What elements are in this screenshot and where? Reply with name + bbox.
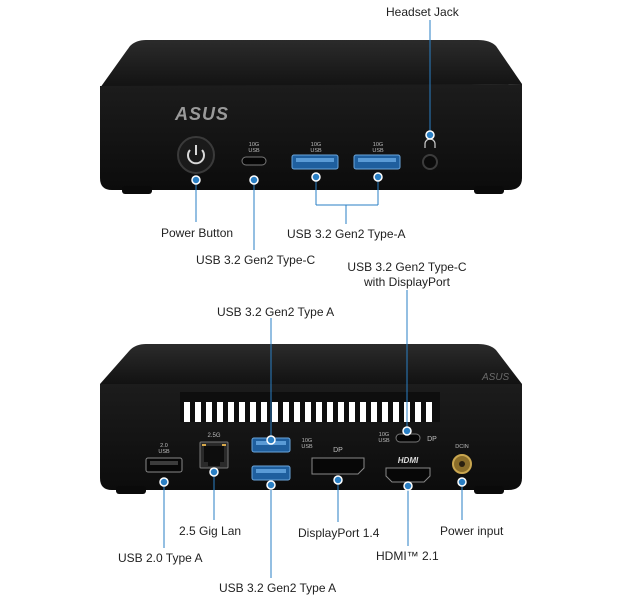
asus-logo: ASUS xyxy=(174,104,229,124)
rear-usba-lower-tongue xyxy=(256,469,286,473)
callout-power-button: Power Button xyxy=(161,226,234,240)
rear-lan-jack xyxy=(204,446,224,462)
rear-foot-right xyxy=(474,486,504,494)
power-icon xyxy=(187,145,205,165)
front-usbc-port[interactable] xyxy=(241,156,267,166)
headset-jack[interactable] xyxy=(422,154,438,170)
callout-lan: 2.5 Gig Lan xyxy=(179,524,242,538)
rear-lid xyxy=(100,344,522,384)
rear-dp-port[interactable] xyxy=(311,457,365,475)
rear-hdmi-port[interactable] xyxy=(385,467,431,483)
callout-usb-typec-front: USB 3.2 Gen2 Type-C xyxy=(196,253,316,267)
callout-usbc-displayport-line1: USB 3.2 Gen2 Type-C xyxy=(347,260,467,274)
rear-lan-speed: 2.5G xyxy=(207,433,220,439)
rear-dcin-pin xyxy=(459,461,465,467)
rear-usb20-ver: 2.0 xyxy=(160,443,168,449)
front-foot-right xyxy=(474,186,504,194)
rear-dcin-label: DCIN xyxy=(455,444,468,450)
front-usba2-usb: USB xyxy=(372,148,384,154)
front-usbc-speed: 10G xyxy=(249,142,259,148)
rear-usbc-dp-label: DP xyxy=(427,436,437,443)
front-lid xyxy=(100,40,522,88)
front-usba2-tongue xyxy=(358,158,396,162)
rear-leader-lines xyxy=(159,290,467,578)
front-view: ASUS 10G USB 10G USB 10G USB xyxy=(100,20,522,250)
callout-displayport: DisplayPort 1.4 xyxy=(298,526,380,540)
rear-usbc-speed: 10G xyxy=(379,432,389,438)
front-usba1-usb: USB xyxy=(310,148,322,154)
rear-foot-left xyxy=(116,486,146,494)
rear-dp-label: DP xyxy=(333,447,343,454)
front-usba2-speed: 10G xyxy=(373,142,383,148)
rear-vent-slots xyxy=(184,402,432,422)
front-usba1-speed: 10G xyxy=(311,142,321,148)
rear-lan-leds xyxy=(202,444,226,446)
rear-usba-usb: USB xyxy=(301,444,313,450)
rear-view: ASUS xyxy=(100,290,522,578)
callout-usbc-displayport-line2: with DisplayPort xyxy=(363,275,451,289)
callout-usb-typea-front: USB 3.2 Gen2 Type-A xyxy=(287,227,406,241)
callout-headset-jack: Headset Jack xyxy=(386,5,459,19)
callout-usb20: USB 2.0 Type A xyxy=(118,551,203,565)
rear-usba-speed: 10G xyxy=(302,438,312,444)
callout-usb-typea-rear-upper: USB 3.2 Gen2 Type A xyxy=(217,305,335,319)
rear-lid-mark: ASUS xyxy=(481,372,510,383)
callout-usbc-displayport: USB 3.2 Gen2 Type-C with DisplayPort xyxy=(344,260,470,290)
callout-usb-typea-rear-lower: USB 3.2 Gen2 Type A xyxy=(219,581,337,595)
rear-usb20-usb: USB xyxy=(158,449,170,455)
front-leader-lines xyxy=(191,20,435,250)
callout-hdmi: HDMI™ 2.1 xyxy=(376,549,439,563)
front-body xyxy=(100,84,522,190)
front-usba1-tongue xyxy=(296,158,334,162)
rear-lan-clip xyxy=(208,462,220,466)
rear-usb20-tongue xyxy=(150,461,178,465)
rear-hdmi-label: HDMI xyxy=(398,456,419,465)
rear-usbc-usb: USB xyxy=(378,438,390,444)
front-foot-left xyxy=(122,186,152,194)
front-usbc-usb: USB xyxy=(248,148,260,154)
callout-power-input: Power input xyxy=(440,524,504,538)
